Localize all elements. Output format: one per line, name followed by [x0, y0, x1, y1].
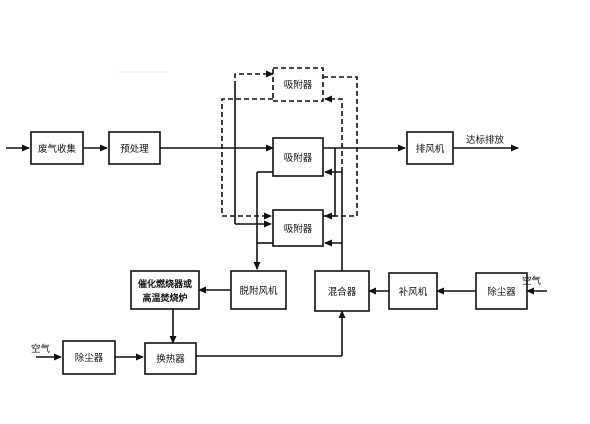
- adsorber-top-label: 吸附器: [284, 79, 313, 91]
- catalytic-combustor-box: 催化燃烧器或 高温焚烧炉: [130, 270, 200, 310]
- exhaust-fan-box: 排风机: [406, 131, 454, 165]
- waste-gas-collection-label: 废气收集: [38, 143, 77, 155]
- makeup-fan-label: 补风机: [399, 286, 428, 298]
- desorption-fan-box: 脱附风机: [230, 270, 287, 310]
- adsorber-middle-label: 吸附器: [284, 152, 313, 164]
- catalytic-combustor-label-line2: 高温焚烧炉: [142, 292, 187, 304]
- pretreatment-label: 预处理: [120, 143, 149, 155]
- pretreatment-box: 预处理: [108, 131, 161, 165]
- desorption-fan-label: 脱附风机: [239, 285, 278, 297]
- adsorber-bottom-label: 吸附器: [284, 223, 313, 235]
- adsorber-bottom-box: 吸附器: [272, 209, 324, 247]
- air-left-label: 空气: [31, 343, 51, 355]
- heat-exchanger-label: 换热器: [156, 353, 185, 365]
- dust-remover-right-label: 除尘器: [487, 286, 516, 298]
- exhaust-fan-label: 排风机: [416, 143, 445, 155]
- mixer-box: 混合器: [314, 270, 370, 312]
- catalytic-combustor-label-line1: 催化燃烧器或: [138, 278, 192, 290]
- adsorber-middle-box: 吸附器: [272, 137, 324, 177]
- waste-gas-collection-box: 废气收集: [30, 131, 84, 165]
- dashed-connector-lines: [221, 70, 358, 220]
- dust-remover-left-label: 除尘器: [75, 352, 104, 364]
- adsorber-top-box: 吸附器: [272, 67, 324, 102]
- air-right-label: 空气: [522, 275, 542, 287]
- makeup-fan-box: 补风机: [388, 272, 438, 310]
- heat-exchanger-box: 换热器: [144, 342, 197, 375]
- dust-remover-right-box: 除尘器: [475, 272, 528, 310]
- connector-lines: [6, 86, 547, 361]
- dust-remover-left-box: 除尘器: [62, 340, 116, 375]
- mixer-label: 混合器: [328, 286, 357, 298]
- discharge-label: 达标排放: [466, 134, 505, 146]
